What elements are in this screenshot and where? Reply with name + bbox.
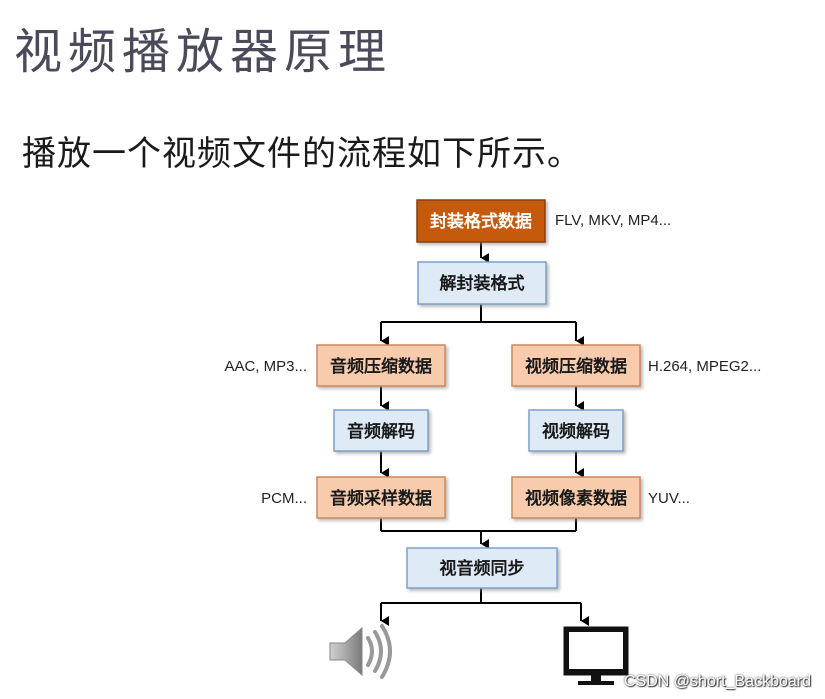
note-video-raw: YUV... [648,490,690,507]
speaker-icon [329,624,392,679]
box-video-compressed: 视频压缩数据 [511,344,641,387]
note-container-formats: FLV, MKV, MP4... [555,212,671,229]
note-audio-raw: PCM... [261,490,307,507]
box-audio-decode: 音频解码 [333,409,429,452]
box-av-sync-label: 视音频同步 [440,558,525,579]
box-video-pixel: 视频像素数据 [511,476,641,519]
box-demux: 解封装格式 [417,261,547,305]
note-audio-formats: AAC, MP3... [224,358,307,375]
note-video-formats: H.264, MPEG2... [648,358,761,375]
box-demux-label: 解封装格式 [440,273,525,294]
page-subtitle: 播放一个视频文件的流程如下所示。 [22,134,582,174]
box-av-sync: 视音频同步 [406,547,558,589]
box-audio-sample: 音频采样数据 [316,476,446,519]
box-audio-sample-label: 音频采样数据 [330,488,432,509]
box-container-data: 封装格式数据 [416,199,546,243]
box-video-decode: 视频解码 [528,409,624,452]
box-video-decode-label: 视频解码 [542,421,610,442]
box-video-pixel-label: 视频像素数据 [525,488,627,509]
box-container-label: 封装格式数据 [430,211,532,232]
box-video-compressed-label: 视频压缩数据 [525,356,627,377]
box-audio-decode-label: 音频解码 [347,421,415,442]
watermark: CSDN @short_Backboard [624,673,811,690]
connectors [380,242,589,626]
page-title: 视频播放器原理 [14,24,393,80]
box-audio-compressed: 音频压缩数据 [316,344,446,387]
box-audio-compressed-label: 音频压缩数据 [330,356,432,377]
monitor-icon [563,626,629,685]
